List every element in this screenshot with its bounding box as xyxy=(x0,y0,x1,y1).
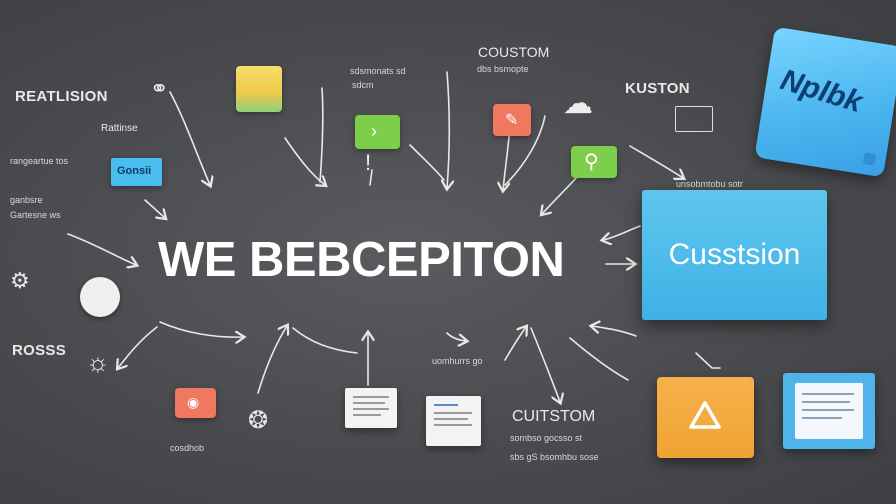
label-rattinse: Rattinse xyxy=(101,123,138,134)
camera-icon: ◉ xyxy=(175,388,216,418)
center-title: WE BEBCEPITON xyxy=(158,233,565,287)
sun-icon: ☼ xyxy=(86,347,110,377)
arrow xyxy=(592,326,637,337)
label-bottom-left: cosdhob xyxy=(170,443,205,453)
label-cuitstom-sub1: sombso gocsso st xyxy=(510,433,583,443)
arrow xyxy=(169,91,210,185)
tilted-card: Nplbk xyxy=(754,26,896,178)
label-kuston: KUSTON xyxy=(625,80,690,97)
cyan-chip: Gonsii xyxy=(111,158,162,186)
arrow xyxy=(319,87,324,183)
arrow xyxy=(284,137,325,185)
label-top-a: sdsmonats sd xyxy=(350,66,406,76)
blue-document-box xyxy=(783,373,875,449)
play-icon: › xyxy=(355,115,400,149)
label-cuitstom: CUITSTOM xyxy=(512,408,596,425)
clock-icon xyxy=(80,277,120,317)
label-rangeartue: rangeartue tos xyxy=(10,156,69,166)
label-gartesne: Gartesne ws xyxy=(10,210,61,220)
arrow xyxy=(257,326,287,394)
custom-box: Cusstsion xyxy=(642,190,827,320)
cyan-chip-label: Gonsii xyxy=(117,165,152,177)
arrow xyxy=(530,327,560,402)
arrow xyxy=(629,145,683,178)
arrow xyxy=(504,327,526,361)
gear-icon: ⚙ xyxy=(10,268,30,293)
arrow xyxy=(292,327,358,354)
cloud-icon: ☁ xyxy=(563,87,593,120)
document-sheet-icon xyxy=(795,383,863,439)
monitor-icon xyxy=(675,106,713,132)
arrow xyxy=(603,225,641,240)
arrow xyxy=(409,144,445,181)
yellow-folder-icon xyxy=(236,66,282,112)
arrow xyxy=(159,321,243,337)
label-top-b: sdcm xyxy=(352,80,374,90)
card-notch xyxy=(862,152,877,166)
label-bottom-mid: uomhurrs go xyxy=(432,356,483,366)
warning-triangle-icon xyxy=(689,401,721,429)
label-rosss: ROSSS xyxy=(12,342,67,359)
label-ganbsre: ganbsre xyxy=(10,195,43,205)
label-small-right: unsobmtobu sotr xyxy=(676,179,744,189)
edit-icon: ✎ xyxy=(493,104,531,136)
label-top-right: dbs bsmopte xyxy=(477,64,529,74)
arrow xyxy=(144,199,165,218)
arrow xyxy=(67,233,136,265)
document-icon xyxy=(345,388,397,428)
window-doc-icon xyxy=(426,396,481,446)
label-custom-top: COUSTOM xyxy=(478,44,550,60)
warning-box xyxy=(657,377,754,458)
arrow xyxy=(695,352,721,369)
custom-box-label: Cusstsion xyxy=(668,238,801,271)
card-label: Nplbk xyxy=(776,63,867,120)
exclaim-icon: ! xyxy=(365,150,372,175)
arrow xyxy=(542,175,579,214)
glasses-icon: ⚭ xyxy=(150,76,169,101)
compass-icon: ❂ xyxy=(248,407,269,434)
arrow xyxy=(446,332,466,341)
arrow xyxy=(118,326,158,368)
label-cuitstom-sub2: sbs gS bsomhbu sose xyxy=(510,452,599,462)
search-icon: ⚲ xyxy=(571,146,617,178)
label-reatlision: REATLISION xyxy=(15,88,108,105)
arrow xyxy=(447,71,449,188)
arrow xyxy=(569,337,629,381)
